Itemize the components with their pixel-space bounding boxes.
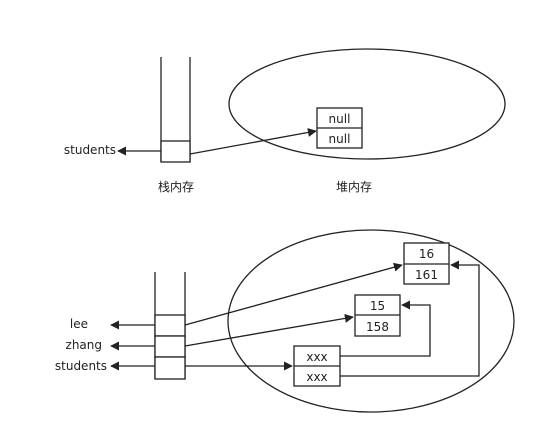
- object-a-value-1: 158: [366, 320, 389, 334]
- bottom-diagram: 16 161 15 158 xxx xxx lee zhang: [55, 229, 515, 413]
- students-array-cell-1: xxx: [306, 370, 327, 384]
- top-heap-ellipse: [228, 48, 506, 160]
- stack-slot-students: [154, 356, 186, 380]
- stack-slot-zhang: [154, 335, 186, 358]
- top-diagram: null null students 栈内存 堆内存: [64, 48, 506, 194]
- object-a-value-0: 15: [370, 299, 385, 313]
- stack-memory-label: 栈内存: [158, 179, 194, 194]
- object-a: 15 158: [354, 294, 401, 337]
- object-b-value-0: 16: [419, 247, 434, 261]
- top-null-array: null null: [316, 107, 363, 149]
- students-array-cell-0: xxx: [306, 350, 327, 364]
- heap-memory-label: 堆内存: [336, 180, 372, 194]
- top-array-cell-0: null: [329, 112, 351, 126]
- arrow-lee-to-object-b: [184, 262, 403, 326]
- top-array-cell-1: null: [329, 132, 351, 146]
- arrow-array-cell-1-to-object-b: [340, 260, 480, 377]
- arrow-array-cell-0-to-object-a: [340, 300, 431, 357]
- stack-slot-lee: [154, 314, 186, 337]
- top-variable-students: students: [64, 143, 116, 157]
- top-stack: [160, 57, 191, 163]
- object-b: 16 161: [403, 242, 450, 285]
- top-stack-slot-students: [160, 140, 191, 163]
- arrow-zhang-to-object-a: [184, 313, 354, 347]
- bottom-heap-ellipse: [227, 229, 515, 413]
- top-arrow-to-array: [189, 128, 317, 155]
- variable-students: students: [55, 359, 107, 373]
- bottom-stack: [154, 272, 186, 380]
- object-b-value-1: 161: [415, 268, 438, 282]
- students-array: xxx xxx: [293, 345, 341, 387]
- variable-zhang: zhang: [66, 338, 102, 352]
- variable-lee: lee: [70, 317, 88, 331]
